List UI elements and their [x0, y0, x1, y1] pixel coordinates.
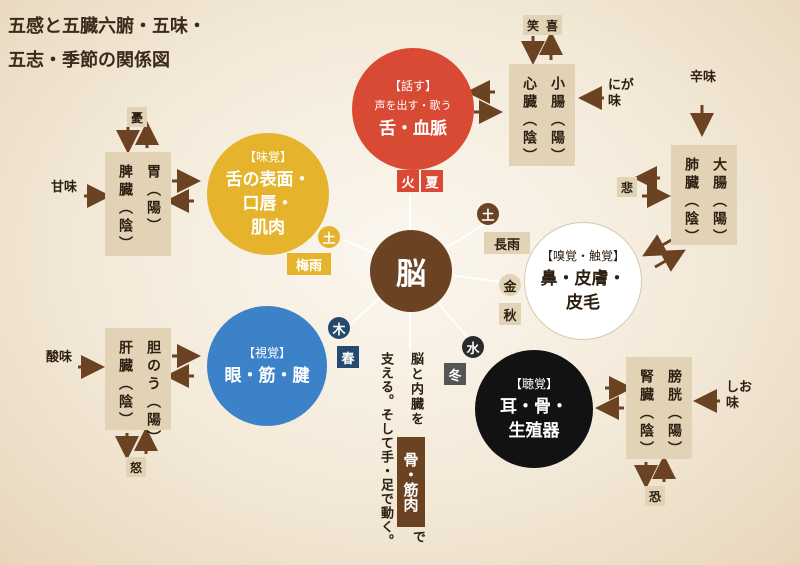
- emotion-joy: 喜: [542, 15, 562, 35]
- organ-spleen-col1: 胃（陽）: [145, 164, 161, 236]
- speech-main: 舌・血脈: [379, 119, 447, 139]
- smell-tag: 【嗅覚・触覚】: [540, 249, 625, 263]
- taste-tag: 【味覚】: [243, 150, 292, 164]
- speech-circle: 【話す】 声を出す・歌う 舌・血脈: [352, 48, 474, 170]
- smell-main-2: 皮毛: [566, 293, 600, 313]
- badge-wood: 木: [328, 317, 350, 339]
- taste-sour: 酸味: [46, 350, 73, 365]
- sight-circle: 【視覚】 眼・筋・腱: [207, 306, 327, 426]
- badge-fire: 火: [397, 170, 419, 192]
- organ-spleen-col2: 脾臓（陰）: [117, 164, 133, 254]
- title-line-1: 五感と五臓六腑・五味・: [8, 16, 206, 37]
- brain-label: 脳: [396, 257, 426, 292]
- badge-earth-mid: 土: [477, 203, 499, 225]
- hearing-tag: 【聴覚】: [509, 377, 558, 391]
- organ-box-lung: 大腸（陽） 肺臓（陰）: [671, 145, 737, 247]
- speech-tag: 【話す】: [388, 79, 437, 93]
- taste-pungent: 辛味: [690, 70, 717, 85]
- taste-bitter: にが味: [608, 78, 634, 109]
- organ-lung-col1: 大腸（陽）: [711, 157, 727, 247]
- arrow-lung-in: [654, 249, 686, 272]
- badge-long-rain: 長雨: [484, 232, 530, 254]
- smell-circle: 【嗅覚・触覚】 鼻・皮膚・ 皮毛: [524, 222, 642, 340]
- smell-main-1: 鼻・皮膚・: [540, 269, 626, 289]
- organ-box-heart: 小腸（陽） 心臓（陰）: [509, 64, 575, 166]
- organ-box-liver: 胆のう（陽） 肝臓（陰）: [105, 328, 171, 448]
- organ-heart-col2: 心臓（陰）: [521, 76, 537, 166]
- organ-heart-col1: 小腸（陽）: [549, 76, 565, 166]
- organ-box-kidney: 膀胱（陽） 腎臓（陰）: [626, 357, 692, 459]
- speech-sub: 声を出す・歌う: [374, 99, 452, 112]
- badge-autumn: 秋: [499, 303, 521, 325]
- arrow-lung-out: [642, 234, 676, 257]
- taste-salty: しお味: [726, 380, 753, 411]
- hearing-main-1: 耳・骨・: [500, 397, 568, 417]
- emotion-anger: 怒: [126, 457, 146, 477]
- badge-summer: 夏: [421, 170, 443, 192]
- title-line-2: 五志・季節の関係図: [8, 50, 170, 71]
- organ-liver-col2: 肝臓（陰）: [117, 340, 133, 430]
- page-title: 五感と五臓六腑・五味・ 五志・季節の関係図: [8, 10, 206, 78]
- emotion-sorrow: 悲: [617, 177, 637, 197]
- sight-tag: 【視覚】: [242, 346, 291, 360]
- taste-circle: 【味覚】 舌の表面・ 口唇・ 肌肉: [207, 133, 329, 255]
- badge-earth-left: 土: [318, 226, 340, 248]
- note-highlight: 骨・筋肉: [397, 437, 425, 527]
- badge-spring: 春: [337, 346, 359, 368]
- organ-box-spleen: 胃（陽） 脾臓（陰）: [105, 152, 171, 256]
- badge-metal: 金: [499, 274, 521, 296]
- emotion-worry: 憂: [127, 107, 147, 127]
- organ-kidney-col2: 腎臓（陰）: [638, 369, 654, 459]
- organ-liver-col1: 胆のう（陽）: [145, 340, 161, 448]
- emotion-laugh: 笑: [523, 15, 543, 35]
- badge-rainy-season: 梅雨: [287, 253, 331, 275]
- note-post: で: [410, 530, 425, 543]
- badge-water: 水: [462, 336, 484, 358]
- badge-winter: 冬: [444, 363, 466, 385]
- note-top: 脳と内臓を: [408, 352, 423, 427]
- organ-kidney-col1: 膀胱（陽）: [666, 369, 682, 459]
- taste-sweet: 甘味: [51, 180, 78, 195]
- taste-main-1: 舌の表面・: [225, 170, 311, 190]
- note-line-2: 支える。そして手・足で動く。: [378, 352, 393, 548]
- emotion-fear: 恐: [645, 486, 665, 506]
- organ-lung-col2: 肺臓（陰）: [683, 157, 699, 247]
- taste-main-3: 肌肉: [251, 218, 285, 238]
- taste-main-2: 口唇・: [242, 194, 294, 214]
- sight-main: 眼・筋・腱: [224, 366, 310, 386]
- hearing-circle: 【聴覚】 耳・骨・ 生殖器: [475, 350, 593, 468]
- brain-circle: 脳: [370, 230, 452, 312]
- hearing-main-2: 生殖器: [508, 421, 560, 441]
